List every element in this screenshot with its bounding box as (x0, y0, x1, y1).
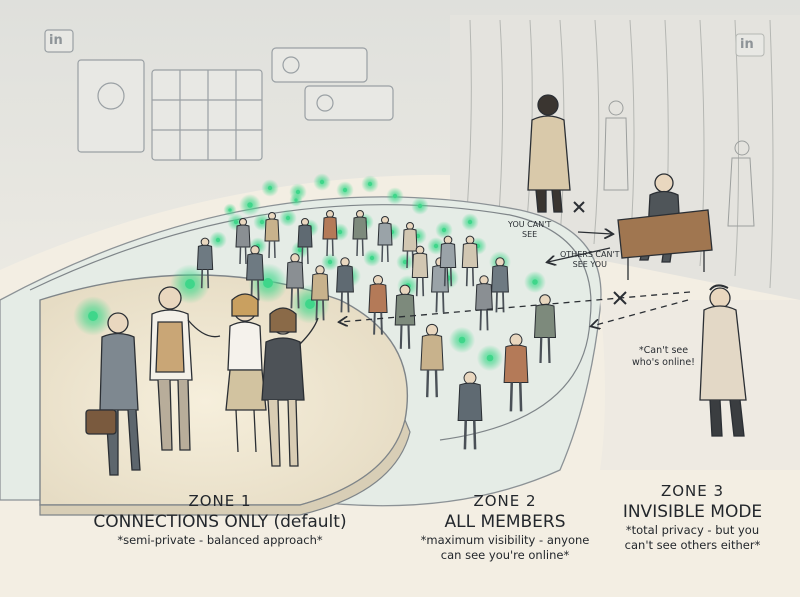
crowd-person (533, 294, 557, 364)
crowd-person (297, 218, 313, 265)
online-dot (185, 279, 195, 289)
crowd-person (491, 257, 509, 313)
wall-screens (44, 29, 394, 161)
crowd-person (420, 323, 444, 398)
person-trenchcoat-back (527, 94, 571, 213)
zone2-desc-line1: *maximum visibility - anyone (420, 533, 590, 547)
online-dot (319, 179, 325, 185)
note-you-cant-see: YOU CAN'T SEE (508, 220, 552, 239)
crowd-person (411, 245, 429, 297)
online-dot (392, 193, 398, 199)
zone3-title: ZONE 3 (660, 482, 725, 500)
crowd-person (457, 371, 483, 450)
crowd-person (264, 212, 280, 259)
zone3-desc-line2: can't see others either* (624, 538, 761, 552)
crowd-person (196, 237, 214, 289)
arrow-others-cant-see (548, 247, 611, 262)
person-shading-eyes (699, 284, 747, 437)
arrow-you-cant-see (577, 232, 612, 234)
visibility-arrows (340, 201, 691, 326)
online-dot (532, 279, 538, 285)
online-dot (433, 243, 439, 249)
crowd-person (475, 275, 493, 331)
note-others-cant-see: OTHERS CAN'T SEE YOU (560, 250, 620, 269)
crowd-person (246, 245, 264, 301)
crowd-person (286, 253, 304, 309)
zone2-title: ZONE 2 (473, 492, 537, 510)
note-cant-see-online: *Can't see who's online! (632, 345, 695, 368)
crowd-person (368, 274, 388, 335)
crowd-person (322, 210, 338, 257)
online-dot (294, 198, 298, 202)
online-dot (233, 219, 239, 225)
crowd-person (439, 235, 457, 287)
online-dot (215, 237, 221, 243)
online-dot (259, 219, 265, 225)
cross-icon (573, 201, 585, 213)
online-dot (267, 185, 273, 191)
zone1-label: ZONE 1 CONNECTIONS ONLY (default) *semi-… (70, 492, 370, 547)
cross-icon (613, 291, 627, 305)
person-blouse-woman (225, 293, 267, 453)
zone1-platform-edge (39, 418, 411, 516)
crowd-person (377, 216, 393, 263)
dashed-arrow-to-zone2 (592, 299, 689, 326)
online-dot (367, 181, 373, 187)
online-dot (295, 189, 301, 195)
logo-icon: in (49, 33, 63, 48)
online-dot (402, 259, 408, 265)
person-vest-man (149, 286, 221, 451)
zone1-group (85, 286, 319, 476)
faint-figures (603, 100, 755, 227)
crowd-person (235, 218, 251, 265)
online-dot (247, 202, 253, 208)
online-dot (458, 336, 466, 344)
online-dot (305, 299, 315, 309)
online-dot (337, 229, 343, 235)
crowd-person (352, 210, 368, 257)
person-briefcase-man (85, 312, 141, 476)
logo-icon: in (740, 37, 754, 52)
online-dot (417, 203, 423, 209)
online-dot (228, 208, 232, 212)
zone2-label: ZONE 2 ALL MEMBERS *maximum visibility -… (380, 492, 630, 562)
crowd-person (336, 257, 354, 313)
online-dot (467, 219, 473, 225)
crowd-person (402, 222, 418, 269)
zone2-name: ALL MEMBERS (444, 512, 566, 532)
zone2-crowd (196, 210, 557, 450)
crowd-person (311, 265, 329, 321)
zone1-title: ZONE 1 (188, 492, 252, 510)
zone1-desc: *semi-private - balanced approach* (117, 533, 323, 547)
crowd-person (461, 235, 479, 287)
online-dot (285, 215, 291, 221)
online-dot (486, 354, 494, 362)
person-seated-bench (617, 173, 713, 280)
online-dot (263, 278, 273, 288)
zone2-desc-line2: can see you're online* (440, 548, 570, 562)
online-dot (441, 227, 447, 233)
person-blazer-woman (261, 307, 319, 467)
zone1-name: CONNECTIONS ONLY (default) (93, 512, 347, 532)
dashed-arrow-to-zone1 (340, 291, 691, 322)
online-dot (369, 255, 375, 261)
online-dot (88, 311, 98, 321)
crowd-person (503, 333, 529, 412)
online-dot (297, 247, 303, 253)
zone3-figures (527, 94, 755, 437)
online-dot (342, 187, 348, 193)
online-dot (327, 259, 333, 265)
zone3-label: ZONE 3 INVISIBLE MODE *total privacy - b… (590, 482, 795, 552)
zone3-floor (600, 300, 800, 470)
zone3-name: INVISIBLE MODE (622, 502, 763, 522)
zone3-desc-line1: *total privacy - but you (625, 523, 760, 537)
online-dot (415, 233, 421, 239)
